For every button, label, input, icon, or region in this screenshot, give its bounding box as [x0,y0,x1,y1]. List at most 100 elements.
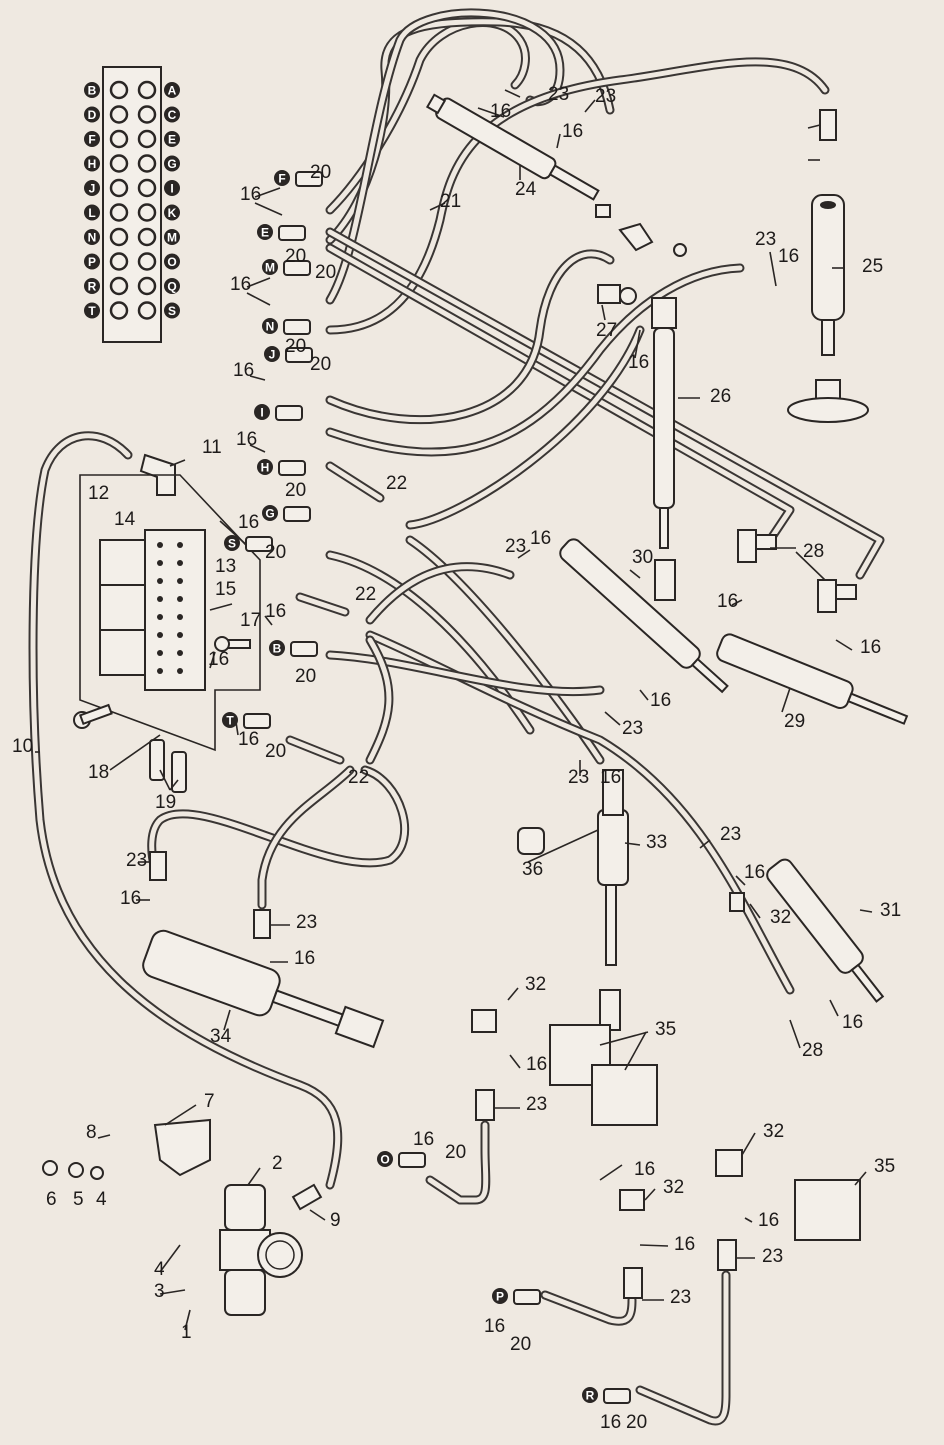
fitting-20 [275,405,303,421]
part-number-callout: 3 [154,1281,165,1302]
manifold-hole [157,560,163,566]
part-number-callout: 2 [272,1153,283,1174]
svg-text:M: M [265,261,275,275]
fitting-23-bottom-a [475,1089,495,1121]
part-number-callout: 23 [126,850,147,871]
part-number-callout: 16 [530,528,551,549]
panel-port-hole [109,276,129,296]
manifold-hole [177,668,183,674]
svg-text:D: D [88,108,97,122]
part-number-callout: 23 [720,824,741,845]
leader-line [97,1134,111,1139]
svg-text:G: G [167,157,176,171]
fitting-20 [398,1152,426,1168]
part-number-callout: 23 [762,1246,783,1267]
manifold-hole [177,650,183,656]
leader-line [159,769,171,791]
svg-text:S: S [168,304,176,318]
leader-line [604,711,621,726]
part-number-callout: 11 [202,437,222,458]
cylinder-31 [766,858,885,1003]
fitting-23-left [149,851,167,881]
panel-port-label-left: F [84,131,100,147]
panel-port-label-left: H [84,155,100,172]
panel-port-label-left: L [84,204,100,221]
filter-36 [517,827,545,855]
panel-port-label-left: D [84,106,100,123]
panel-port-hole [137,203,157,222]
part-number-callout: 25 [862,256,883,277]
part-number-callout: 23 [622,718,643,739]
svg-text:F: F [278,172,285,186]
part-number-callout: 16 [484,1316,505,1337]
cylinder-34 [142,929,385,1049]
svg-text:N: N [266,320,275,334]
leader-line [184,1309,191,1331]
leader-line [731,599,743,606]
panel-port-hole [137,252,157,271]
leader-line [247,1167,261,1186]
part-number-callout: 16 [860,637,881,658]
clevis-24 [595,204,687,257]
part-number-callout: 16 [842,1012,863,1033]
part-number-callout: 10 [12,736,33,757]
panel-port-hole [109,178,129,198]
parts [42,93,909,1316]
panel-port-label-left: R [84,278,100,294]
part-number-callout: 30 [632,547,653,568]
svg-text:R: R [586,1389,595,1403]
part-number-callout: 23 [755,229,776,250]
leader-line [749,903,761,919]
port-letter-badge: N [262,318,278,334]
manifold-hole [177,614,183,620]
part-number-callout: 20 [295,666,316,687]
manifold-hole [177,578,183,584]
part-number-callout: 8 [86,1122,97,1143]
fitting-32a [729,892,745,912]
svg-text:E: E [261,226,269,240]
part-number-callout: 23 [505,536,526,557]
part-number-callout: 4 [96,1189,107,1210]
fitting-20 [278,460,306,476]
part-number-callout: 19 [155,792,176,813]
port-letter-badge: T [222,712,238,728]
port-letter-badge: E [257,224,273,240]
panel-port-label-left: T [84,302,100,319]
svg-text:T: T [226,714,234,728]
part-number-callout: 15 [215,579,236,600]
fitting-28b [817,579,857,613]
port-letter-badge: G [262,505,278,521]
fitting-32d [715,1149,743,1177]
part-number-callout: 16 [758,1210,779,1231]
leader-line [829,999,839,1017]
fitting-23-top [819,109,837,141]
panel-port-label-right: E [164,131,180,147]
part-number-callout: 16 [233,360,254,381]
panel-port-label-right: K [164,204,180,221]
svg-text:G: G [265,507,274,521]
cylinder-24 [425,93,600,201]
panel-port-hole [137,129,157,149]
manifold-hole [157,632,163,638]
svg-text:I: I [260,406,263,420]
leader-line [699,839,711,849]
part-number-callout: 23 [548,84,569,105]
fitting-20 [283,506,311,522]
part-number-callout: 16 [634,1159,655,1180]
manifold-hole [157,578,163,584]
leader-line [246,292,271,306]
svg-text:P: P [496,1290,504,1304]
leader-line [249,444,266,453]
svg-text:S: S [228,537,236,551]
svg-text:E: E [168,133,176,147]
part-number-callout: 22 [355,584,376,605]
part-number-callout: 16 [236,429,257,450]
leader-line [835,639,853,651]
panel-port-hole [137,80,157,100]
cylinder-26 [651,297,677,601]
part-number-callout: 29 [784,711,805,732]
svg-text:K: K [168,206,177,220]
cylinder-30 [559,538,729,694]
leader-line [517,549,531,559]
